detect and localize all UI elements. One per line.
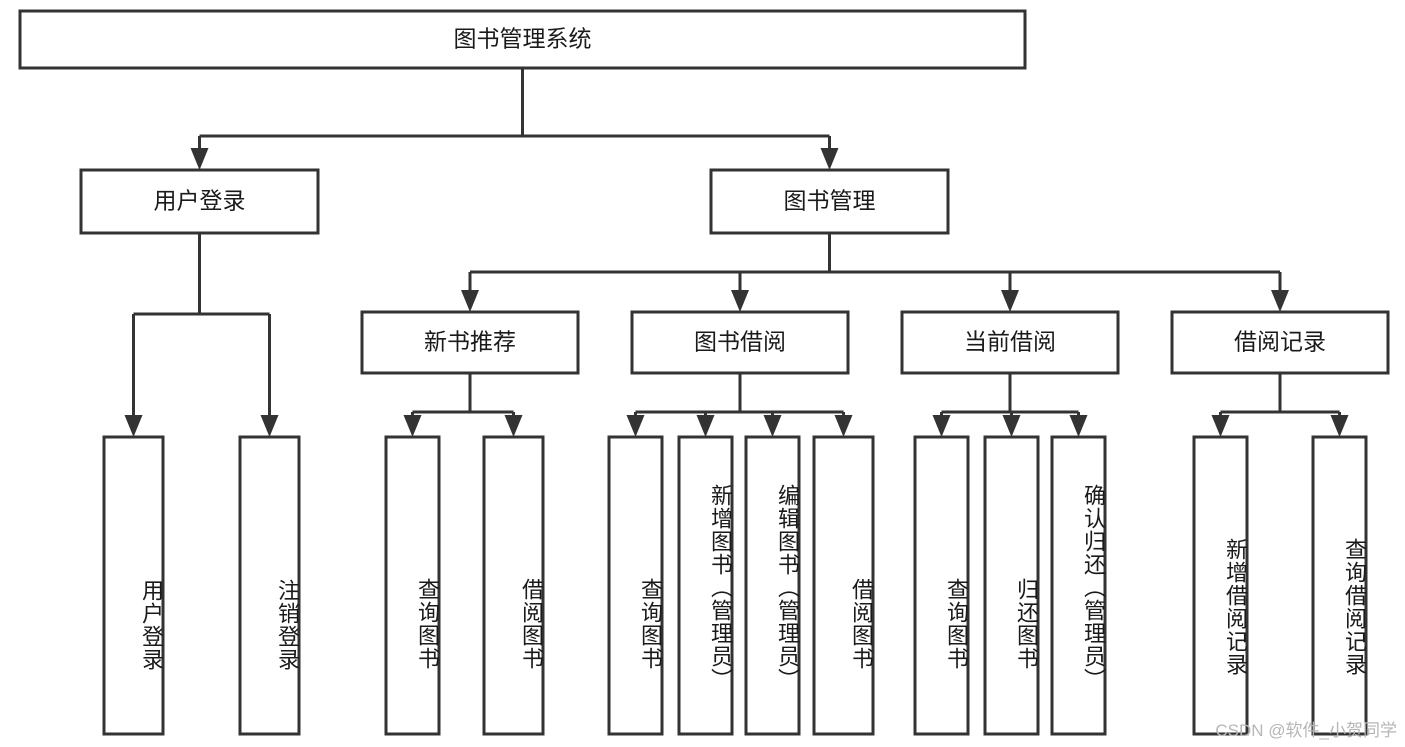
node-box-current-borrow[interactable]	[900, 310, 1120, 375]
arrow-head-icon	[626, 415, 645, 437]
node-box-leaf-return-book[interactable]	[983, 435, 1040, 736]
node-box-leaf-add-book-admin[interactable]	[677, 435, 734, 736]
node-label-book-manage: 图书管理	[784, 188, 876, 214]
node-box-leaf-query-book-borrow[interactable]	[607, 435, 664, 736]
connector-layer	[124, 68, 1349, 437]
arrow-head-icon	[932, 415, 951, 437]
node-label-user-login: 用户登录	[154, 188, 246, 214]
arrow-head-icon	[731, 290, 749, 312]
node-box-borrow-record[interactable]	[1170, 310, 1390, 375]
node-box-user-login[interactable]	[79, 168, 320, 235]
node-box-layer	[18, 9, 1390, 736]
arrow-head-icon	[763, 415, 782, 437]
node-label-borrow-record: 借阅记录	[1234, 329, 1326, 355]
arrow-head-icon	[461, 290, 479, 312]
node-label-current-borrow: 当前借阅	[964, 329, 1056, 355]
arrow-head-icon	[696, 415, 715, 437]
node-box-leaf-add-borrow-record[interactable]	[1192, 435, 1249, 736]
arrow-head-icon	[1069, 415, 1088, 437]
arrow-head-icon	[1211, 415, 1230, 437]
arrow-head-icon	[1002, 415, 1021, 437]
arrow-head-icon	[834, 415, 853, 437]
node-box-leaf-user-login[interactable]	[102, 435, 165, 736]
arrow-head-icon	[124, 415, 143, 437]
node-box-new-book-recommend[interactable]	[360, 310, 580, 375]
watermark-text: CSDN @软件_小贺同学	[1215, 721, 1397, 740]
node-box-leaf-query-book-current[interactable]	[913, 435, 970, 736]
node-label-root: 图书管理系统	[454, 26, 592, 52]
node-box-leaf-borrow-book[interactable]	[812, 435, 875, 736]
arrow-head-icon	[1330, 415, 1349, 437]
arrow-head-icon	[260, 415, 279, 437]
node-box-root[interactable]	[18, 9, 1027, 70]
node-box-leaf-edit-book-admin[interactable]	[744, 435, 801, 736]
arrow-head-icon	[190, 148, 209, 170]
node-label-book-borrow: 图书借阅	[694, 329, 786, 355]
node-box-book-manage[interactable]	[709, 168, 950, 235]
node-box-book-borrow[interactable]	[630, 310, 850, 375]
node-box-leaf-query-book-rec[interactable]	[384, 435, 441, 736]
node-box-leaf-borrow-book-rec[interactable]	[482, 435, 545, 736]
node-box-leaf-confirm-return-admin[interactable]	[1050, 435, 1107, 736]
arrow-head-icon	[820, 148, 839, 170]
node-box-leaf-query-borrow-record[interactable]	[1311, 435, 1368, 736]
arrow-head-icon	[1001, 290, 1019, 312]
arrow-head-icon	[403, 415, 422, 437]
node-box-leaf-user-logout[interactable]	[238, 435, 301, 736]
arrow-head-icon	[1271, 290, 1289, 312]
node-label-new-book-recommend: 新书推荐	[424, 329, 516, 355]
arrow-head-icon	[504, 415, 523, 437]
